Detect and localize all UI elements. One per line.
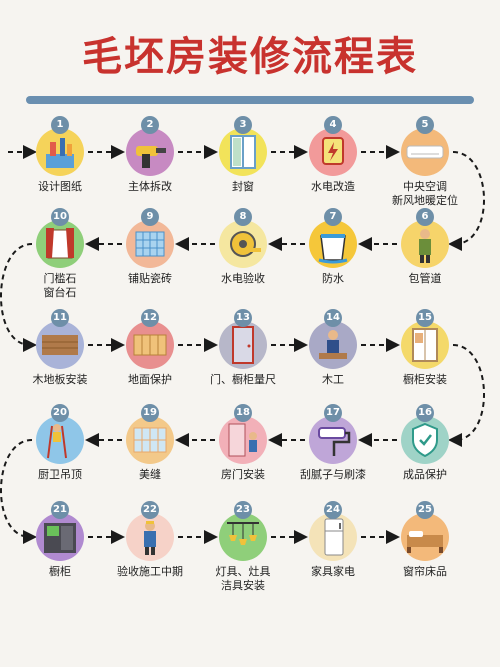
step-number-badge: 15 bbox=[416, 309, 434, 327]
step-label: 刮腻子与刷漆 bbox=[300, 468, 366, 481]
step-number-badge: 6 bbox=[416, 208, 434, 226]
step-label: 家具家电 bbox=[311, 565, 355, 578]
step-number-badge: 18 bbox=[234, 404, 252, 422]
drill-icon bbox=[126, 128, 174, 176]
ladder-worker-icon bbox=[36, 416, 84, 464]
flow-curve-arrow bbox=[0, 243, 37, 352]
step-number-badge: 25 bbox=[416, 501, 434, 519]
step-label: 木工 bbox=[322, 373, 344, 386]
step-number-badge: 22 bbox=[141, 501, 159, 519]
tile-icon bbox=[126, 220, 174, 268]
step-number-badge: 13 bbox=[234, 309, 252, 327]
step-label: 窗帘床品 bbox=[403, 565, 447, 578]
step-label: 中央空调 新风地暖定位 bbox=[392, 180, 458, 207]
floor-protection-icon bbox=[126, 321, 174, 369]
bed-icon bbox=[401, 513, 449, 561]
step-label: 厨卫吊顶 bbox=[38, 468, 82, 481]
step-label: 灯具、灶具 洁具安装 bbox=[215, 565, 271, 592]
step-label: 木地板安装 bbox=[32, 373, 88, 386]
fridge-icon bbox=[309, 513, 357, 561]
inspector-icon bbox=[126, 513, 174, 561]
carpenter-icon bbox=[309, 321, 357, 369]
step-number-badge: 23 bbox=[234, 501, 252, 519]
electric-icon bbox=[309, 128, 357, 176]
step-number-badge: 1 bbox=[51, 116, 69, 134]
step-number-badge: 9 bbox=[141, 208, 159, 226]
step-label: 门槛石 窗台石 bbox=[43, 272, 77, 299]
step-number-badge: 2 bbox=[141, 116, 159, 134]
lamp-icon bbox=[219, 513, 267, 561]
step-number-badge: 16 bbox=[416, 404, 434, 422]
step-label: 设计图纸 bbox=[38, 180, 82, 193]
step-label: 包管道 bbox=[408, 272, 442, 285]
step-number-badge: 3 bbox=[234, 116, 252, 134]
waterproof-bucket-icon bbox=[309, 220, 357, 268]
step-label: 美缝 bbox=[139, 468, 161, 481]
step-number-badge: 7 bbox=[324, 208, 342, 226]
window-icon bbox=[219, 128, 267, 176]
step-number-badge: 24 bbox=[324, 501, 342, 519]
step-number-badge: 19 bbox=[141, 404, 159, 422]
step-label: 水电改造 bbox=[311, 180, 355, 193]
step-label: 橱柜 bbox=[49, 565, 71, 578]
curtain-window-icon bbox=[36, 220, 84, 268]
step-label: 验收施工中期 bbox=[117, 565, 183, 578]
step-label: 防水 bbox=[322, 272, 344, 285]
step-number-badge: 11 bbox=[51, 309, 69, 327]
page-title: 毛坯房装修流程表 bbox=[82, 34, 418, 80]
step-label: 房门安装 bbox=[221, 468, 265, 481]
step-number-badge: 8 bbox=[234, 208, 252, 226]
step-number-badge: 5 bbox=[416, 116, 434, 134]
step-label: 封窗 bbox=[232, 180, 254, 193]
air-conditioner-icon bbox=[401, 128, 449, 176]
grout-icon bbox=[126, 416, 174, 464]
shield-icon bbox=[401, 416, 449, 464]
worker-icon bbox=[401, 220, 449, 268]
step-number-badge: 17 bbox=[324, 404, 342, 422]
step-number-badge: 4 bbox=[324, 116, 342, 134]
flow-curve-arrow bbox=[448, 151, 485, 251]
step-label: 橱柜安装 bbox=[403, 373, 447, 386]
step-number-badge: 14 bbox=[324, 309, 342, 327]
step-number-badge: 12 bbox=[141, 309, 159, 327]
step-label: 地面保护 bbox=[128, 373, 172, 386]
cabinet-icon bbox=[401, 321, 449, 369]
step-number-badge: 21 bbox=[51, 501, 69, 519]
step-label: 门、橱柜量尺 bbox=[210, 373, 276, 386]
flow-curve-arrow bbox=[448, 344, 485, 447]
step-label: 铺贴瓷砖 bbox=[128, 272, 172, 285]
flow-curve-arrow bbox=[0, 439, 37, 544]
wood-floor-icon bbox=[36, 321, 84, 369]
kitchen-cabinet-icon bbox=[36, 513, 84, 561]
step-label: 成品保护 bbox=[403, 468, 447, 481]
design-drawing-icon bbox=[36, 128, 84, 176]
door-icon bbox=[219, 321, 267, 369]
step-label: 水电验收 bbox=[221, 272, 265, 285]
tape-measure-icon bbox=[219, 220, 267, 268]
step-number-badge: 20 bbox=[51, 404, 69, 422]
step-number-badge: 10 bbox=[51, 208, 69, 226]
step-label: 主体拆改 bbox=[128, 180, 172, 193]
paint-roller-icon bbox=[309, 416, 357, 464]
title-underline-bar bbox=[26, 96, 474, 104]
door-install-icon bbox=[219, 416, 267, 464]
